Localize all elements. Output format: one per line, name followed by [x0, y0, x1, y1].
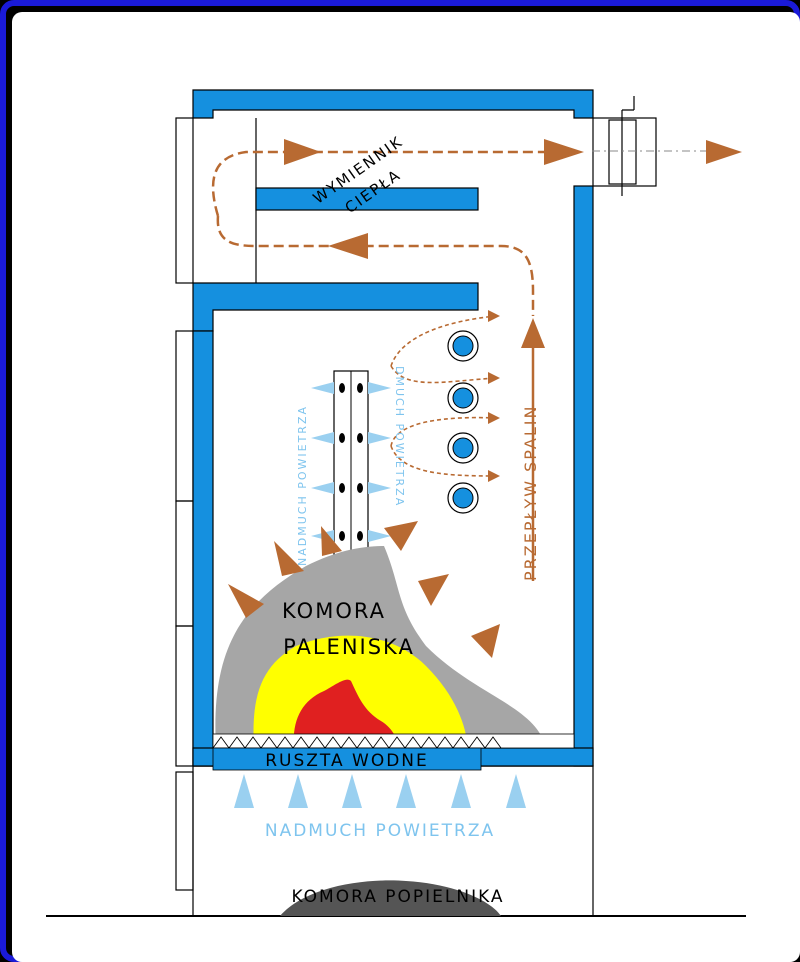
flue-path-top [211, 150, 561, 217]
water-tubes [447, 330, 479, 514]
ash-pile [280, 880, 501, 916]
tube-flow-lines [390, 315, 497, 477]
air-nozzle-column [311, 370, 391, 557]
flue-gas-flow-label: PRZEPŁYW SPALIN [521, 405, 540, 581]
diagram-panel: WYMIENNIK CIEPŁA PRZEPŁYW SPALIN [12, 12, 800, 962]
air-blow-label-left: NADMUCH POWIETRZA [296, 405, 309, 566]
exhaust-arrow [706, 140, 742, 164]
ash-chamber-label: KOMORA POPIELNIKA [291, 887, 504, 907]
water-grate-bar [212, 747, 482, 771]
flue-path-bottom [216, 215, 535, 316]
flue-arrow-left [328, 233, 368, 259]
heat-radiation-arrows [228, 521, 500, 658]
air-blow-label-right: DMUCH POWIETRZA [393, 366, 406, 507]
chimney-outlet [592, 96, 657, 196]
boiler-diagram: WYMIENNIK CIEPŁA PRZEPŁYW SPALIN [46, 89, 746, 917]
flue-arrow-right-2 [544, 139, 584, 165]
flue-arrow-right-1 [284, 139, 321, 165]
combustion-chamber-label-line2: PALENISKA [283, 635, 415, 659]
air-blow-bottom-label: NADMUCH POWIETRZA [265, 821, 495, 841]
flame-red [293, 679, 398, 748]
grate-strip [212, 733, 575, 749]
flue-flow-arrow-up [521, 318, 545, 348]
bottom-air-arrows [234, 774, 526, 808]
heat-exchanger-label: WYMIENNIK CIEPŁA [310, 132, 407, 217]
combustion-chamber-label-line1: KOMORA [282, 599, 386, 623]
tube-flow-arrowheads [488, 310, 500, 482]
water-grate-label: RUSZTA WODNE [265, 751, 429, 771]
